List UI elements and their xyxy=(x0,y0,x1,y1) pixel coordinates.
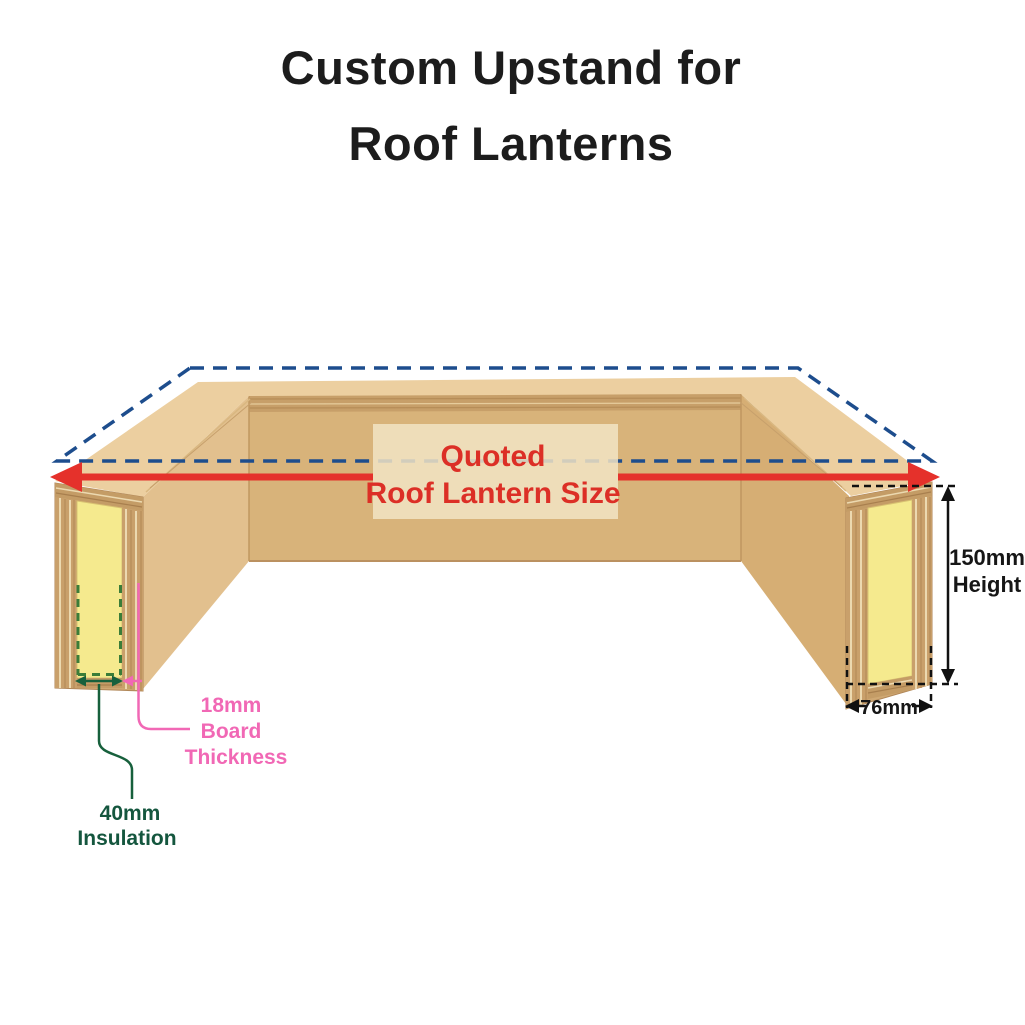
red-right-arrowhead-icon xyxy=(908,462,940,492)
width-right-arrowhead-icon xyxy=(919,699,933,713)
right-wall-inner-face xyxy=(741,394,849,708)
page-title-line1: Custom Upstand for xyxy=(281,41,742,94)
insulation-right-arrowhead-icon xyxy=(112,675,123,687)
board-thickness-value: 18mm xyxy=(201,694,262,717)
right-wall-cross-section xyxy=(845,481,933,710)
insulation-callout-line xyxy=(97,684,134,799)
board-thickness-callout-line xyxy=(137,583,190,731)
quoted-size-label: Quoted Roof Lantern Size xyxy=(365,424,621,519)
height-dimension: 150mm Height xyxy=(846,484,1025,686)
blue-dashed-roof-outline xyxy=(51,366,938,463)
board-thickness-label2: Thickness xyxy=(185,746,288,769)
quoted-label-line2: Roof Lantern Size xyxy=(365,477,620,510)
board-thickness-label1: Board xyxy=(201,720,262,743)
insulation-label: Insulation xyxy=(77,827,176,850)
insulation-left-arrowhead-icon xyxy=(75,675,86,687)
page-title-line2: Roof Lanterns xyxy=(348,117,673,170)
width-left-arrowhead-icon xyxy=(845,699,859,713)
quoted-label-line1: Quoted xyxy=(441,440,546,473)
left-wall-cross-section xyxy=(54,482,144,692)
red-left-arrowhead-icon xyxy=(50,462,82,492)
insulation-callout: 40mm Insulation xyxy=(75,585,177,850)
width-value: 76mm xyxy=(860,697,918,719)
quoted-size-label-box xyxy=(373,424,618,519)
board-thickness-callout: 18mm Board Thickness xyxy=(122,583,287,769)
board-thickness-arrowhead-icon xyxy=(122,675,133,687)
height-label: Height xyxy=(953,572,1022,597)
upstand-top-face xyxy=(55,377,933,497)
page-title: Custom Upstand for Roof Lanterns xyxy=(281,41,742,170)
insulation-value: 40mm xyxy=(100,802,161,825)
red-size-arrow xyxy=(50,462,940,492)
left-wall-inner-face xyxy=(143,396,249,689)
height-down-arrowhead-icon xyxy=(941,669,955,684)
right-insulation xyxy=(867,499,913,685)
left-insulation xyxy=(76,500,123,679)
height-value: 150mm xyxy=(949,545,1025,570)
width-dimension: 76mm xyxy=(845,646,933,719)
height-up-arrowhead-icon xyxy=(941,486,955,501)
